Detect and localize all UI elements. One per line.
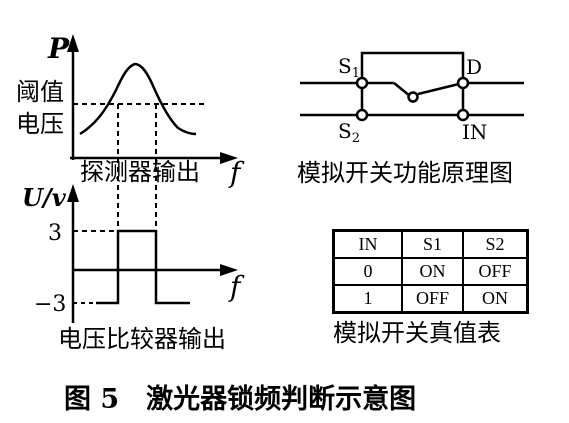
figure-caption: 图 5 激光器锁频判断示意图 [64,383,416,415]
detector-x-label: f [228,156,245,189]
terminal-in [456,108,470,122]
truth-header-s1: S1 [401,229,464,259]
label-s2-main: S [338,119,352,143]
contact-arm-mid [393,82,411,97]
truth-cell: 0 [332,257,403,286]
threshold-label-line1: 阈值 [16,78,64,106]
comparator-y-label: U/v [22,183,67,212]
threshold-label-line2: 电压 [16,110,64,138]
truth-cell: OFF [401,284,464,314]
contact-arm-right [417,81,464,96]
detector-caption: 探测器输出 [80,158,200,186]
label-s1: S1 [338,54,360,81]
label-in: IN [462,120,487,144]
detector-y-label: P [47,32,70,65]
tick-label-high: 3 [48,221,62,246]
label-s2-sub: 2 [352,131,360,146]
comparator-caption: 电压比较器输出 [58,325,226,353]
truth-header-s2: S2 [462,229,529,259]
detector-y-arrow [67,34,79,52]
terminal-s2 [355,108,369,122]
switch-diagram [300,51,524,122]
terminal-s1 [355,76,369,90]
label-d: D [466,55,482,79]
truth-cell: ON [401,257,464,286]
comparator-x-arrow [220,264,238,276]
label-s1-sub: 1 [352,66,360,81]
terminal-d [456,76,470,90]
table-row: 1 OFF ON [332,284,529,314]
detector-peak-curve [79,62,197,136]
comparator-y-arrow [67,184,79,202]
truth-table-caption: 模拟开关真值表 [333,319,501,347]
truth-cell: 1 [332,284,403,314]
comparator-x-label: f [228,270,245,303]
label-s1-main: S [338,54,352,78]
truth-table: IN S1 S2 0 ON OFF 1 OFF ON [332,229,529,314]
tick-label-low: −3 [34,292,66,317]
comparator-square-wave [96,229,190,305]
switch-caption: 模拟开关功能原理图 [297,159,513,187]
table-row: 0 ON OFF [332,257,529,286]
label-s2: S2 [338,119,360,146]
truth-cell: ON [462,284,529,314]
detector-x-arrow [220,152,238,164]
switch-pivot [407,91,419,103]
comparator-plot [67,184,238,323]
truth-cell: OFF [462,257,529,286]
truth-header-in: IN [332,229,403,259]
truth-table-header-row: IN S1 S2 [332,229,529,259]
